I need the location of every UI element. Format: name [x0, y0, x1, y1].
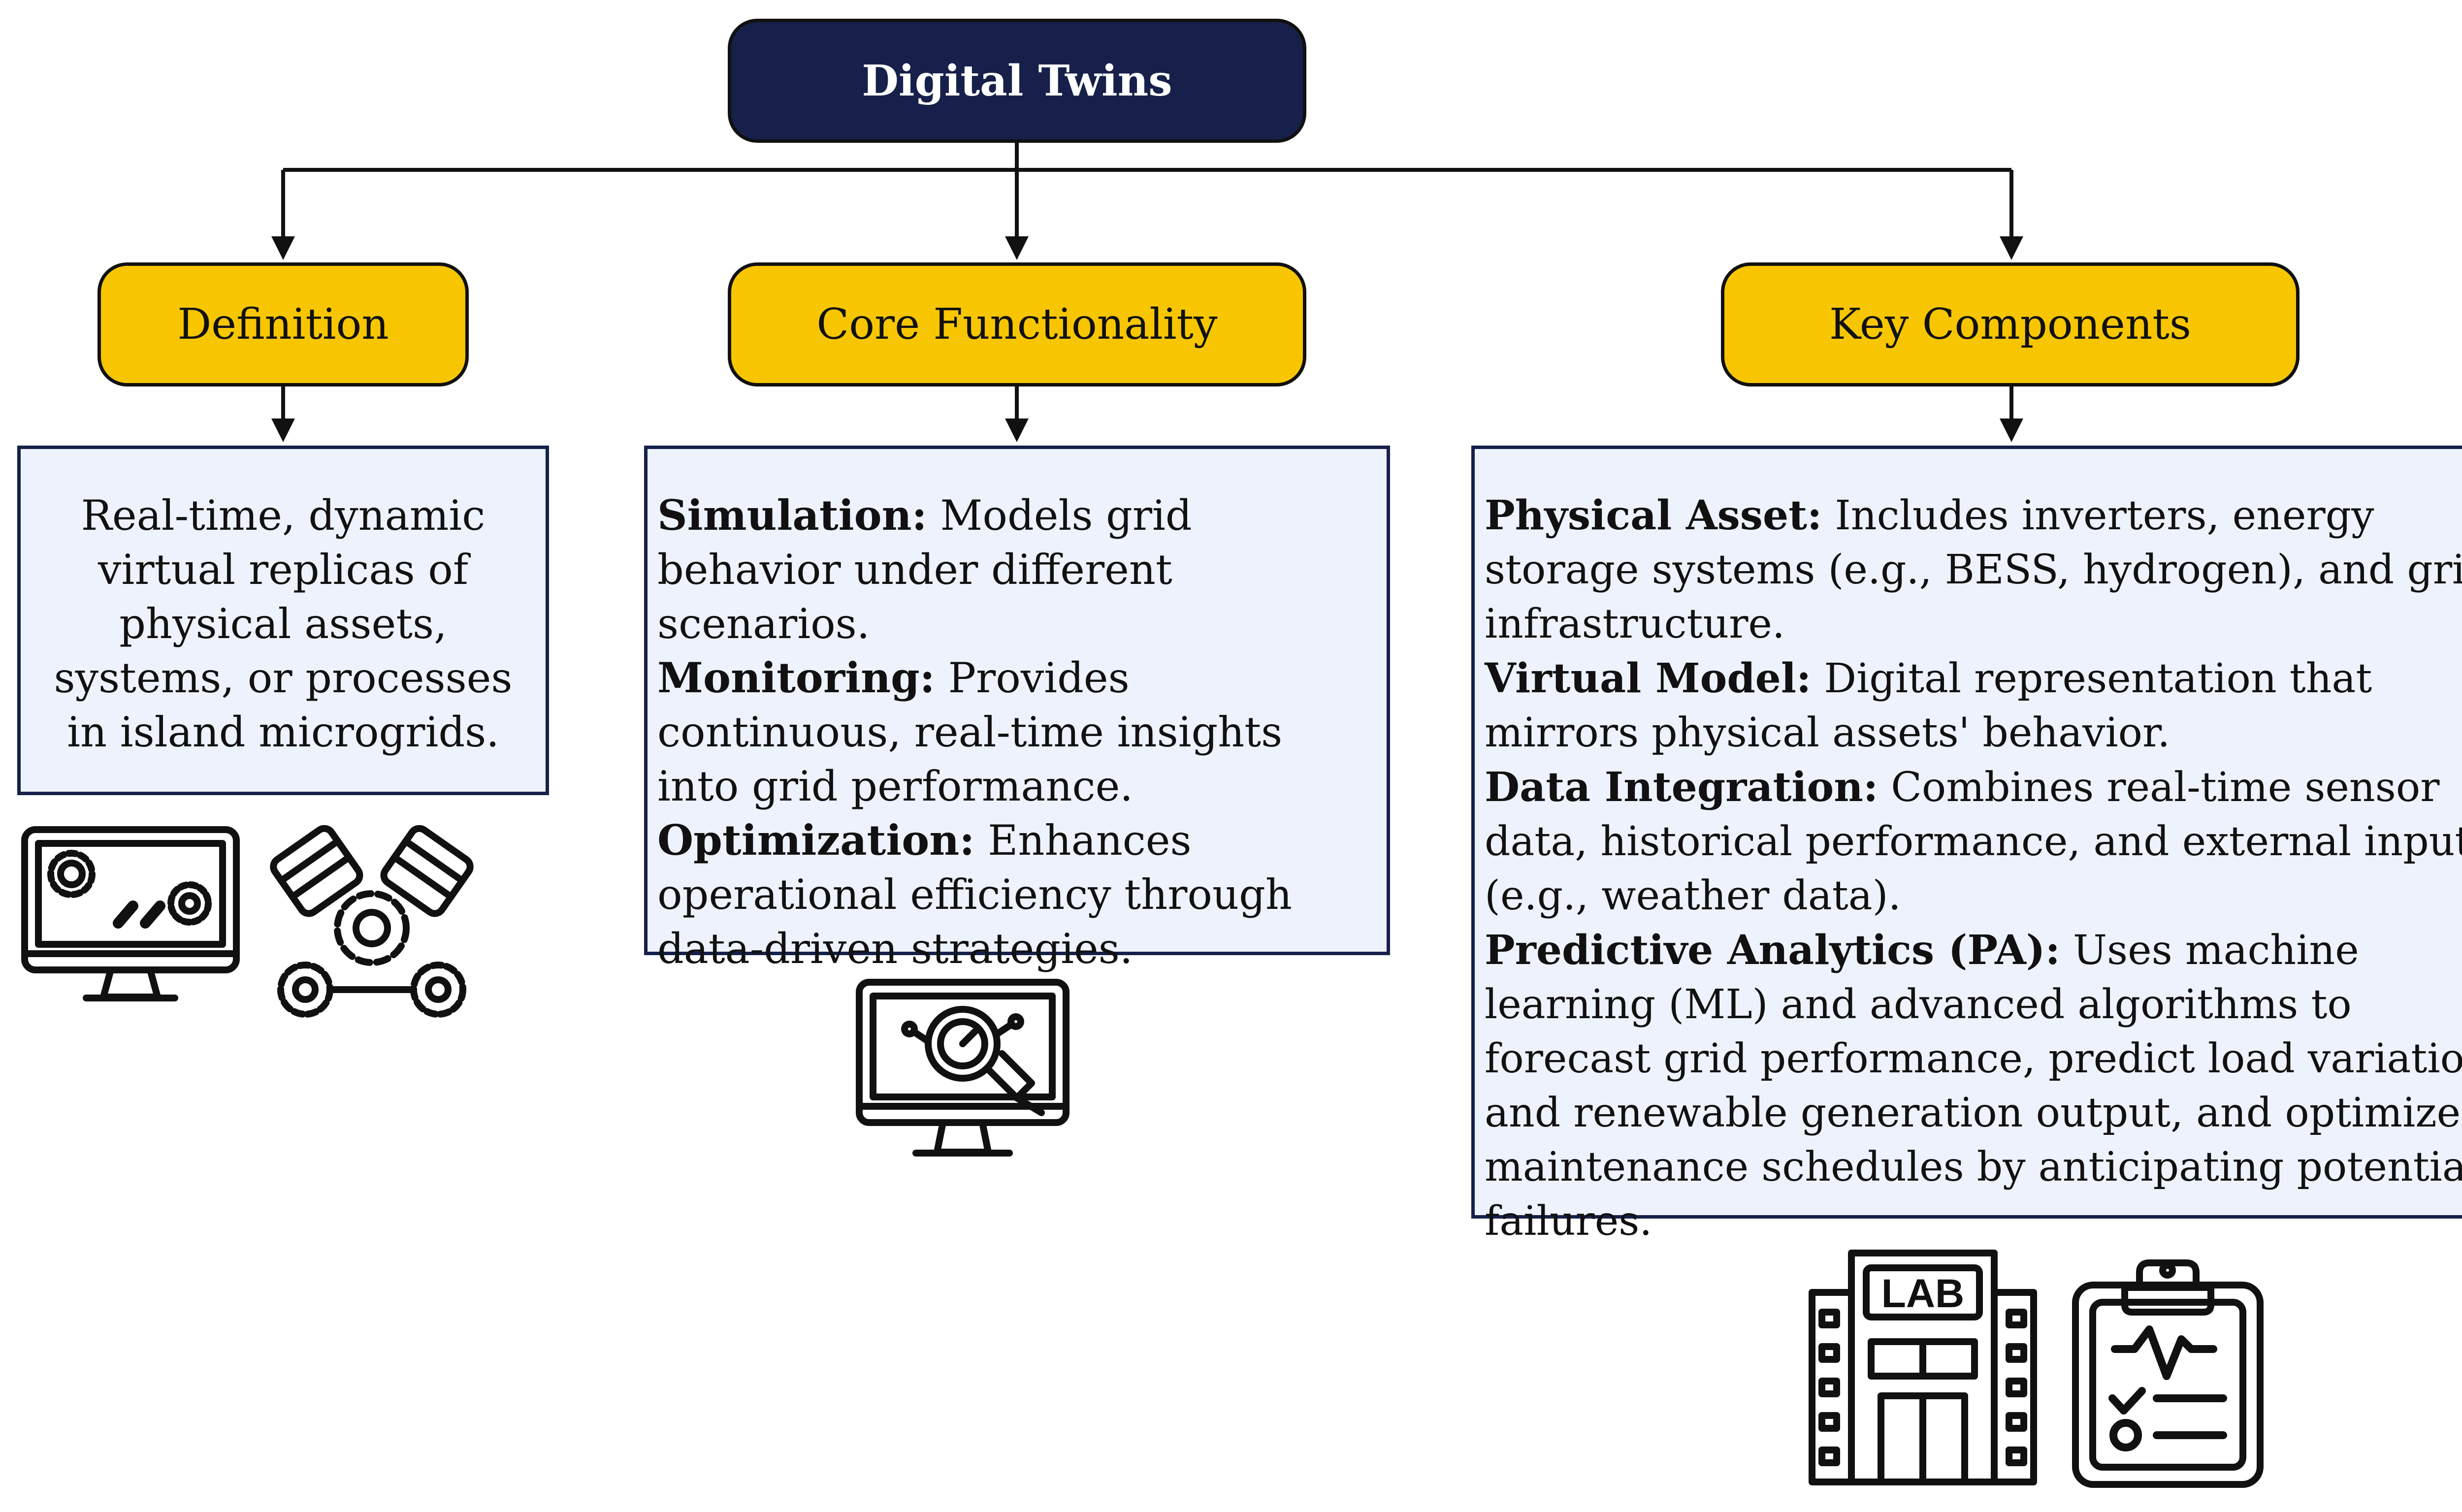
- component-item-body: Combines real-time sensor data, historic…: [1485, 764, 2462, 919]
- component-item-physical-asset: Physical Asset: Includes inverters, ener…: [1485, 488, 2462, 651]
- component-item-head: Physical Asset:: [1485, 492, 1822, 539]
- lab-building-icon: LAB: [1809, 1250, 2037, 1485]
- component-item-body: Includes inverters, energy storage syste…: [1485, 492, 2462, 647]
- component-item-predictive-analytics: Predictive Analytics (PA): Uses machine …: [1485, 923, 2462, 1249]
- core-item-body: Enhances operational efficiency through …: [657, 816, 1292, 973]
- core-item-simulation: Simulation: Models grid behavior under d…: [657, 488, 1377, 651]
- definition-text: Real-time, dynamic virtual replicas of p…: [54, 491, 513, 756]
- core-item-monitoring: Monitoring: Provides continuous, real-ti…: [657, 651, 1377, 813]
- component-item-head: Data Integration:: [1485, 764, 1879, 811]
- key-components-label: Key Components: [1829, 300, 2192, 349]
- core-item-body: Models grid behavior under different sce…: [657, 491, 1192, 648]
- core-functionality-panel: Simulation: Models grid behavior under d…: [644, 446, 1390, 973]
- monitor-magnifier-icon: [856, 979, 1069, 1157]
- clipboard-checklist-icon: [2072, 1259, 2264, 1488]
- core-item-head: Simulation:: [657, 491, 927, 540]
- component-item-body: Digital representation that mirrors phys…: [1485, 655, 2372, 756]
- key-components-node: Key Components: [1721, 262, 2300, 386]
- engine-gears-icon: [270, 825, 474, 1018]
- monitor-gears-icon: [21, 826, 240, 1001]
- definition-label: Definition: [177, 300, 389, 349]
- core-item-body: Provides continuous, real-time insights …: [657, 654, 1283, 810]
- core-item-head: Monitoring:: [657, 653, 935, 702]
- definition-node: Definition: [97, 262, 469, 386]
- definition-panel: Real-time, dynamic virtual replicas of p…: [17, 446, 549, 795]
- core-functionality-node: Core Functionality: [728, 262, 1306, 386]
- component-item-head: Virtual Model:: [1485, 655, 1812, 702]
- lab-sign-text: LAB: [1881, 1271, 1965, 1316]
- component-item-body: Uses machine learning (ML) and advanced …: [1485, 927, 2462, 1245]
- core-item-optimization: Optimization: Enhances operational effic…: [657, 813, 1377, 976]
- core-functionality-label: Core Functionality: [816, 300, 1218, 349]
- digital-twins-node: Digital Twins: [728, 19, 1306, 143]
- key-components-panel: Physical Asset: Includes inverters, ener…: [1471, 446, 2462, 1245]
- component-item-head: Predictive Analytics (PA):: [1485, 927, 2060, 974]
- component-item-data-integration: Data Integration: Combines real-time sen…: [1485, 760, 2462, 923]
- component-item-virtual-model: Virtual Model: Digital representation th…: [1485, 651, 2462, 760]
- core-item-head: Optimization:: [657, 816, 975, 865]
- digital-twins-label: Digital Twins: [862, 56, 1172, 106]
